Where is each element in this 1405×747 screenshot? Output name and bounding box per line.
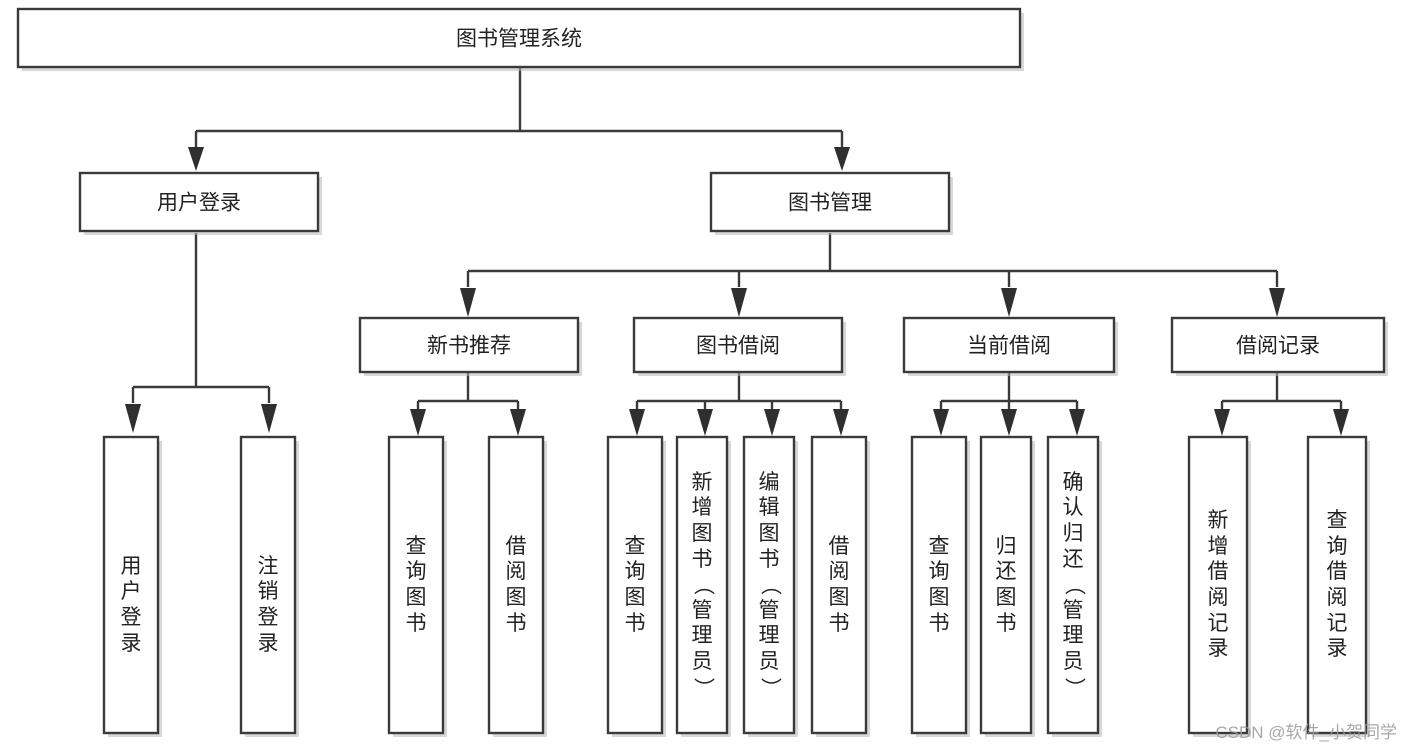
node-leaf-confirm-return-admin[interactable] bbox=[1046, 435, 1102, 737]
node-new-book-recommend-label: 新书推荐 bbox=[427, 335, 511, 358]
node-leaf-user-login[interactable] bbox=[102, 435, 162, 737]
arrow-to-book-management bbox=[834, 147, 850, 171]
node-borrow-records[interactable]: 借阅记录 bbox=[1170, 316, 1388, 376]
connector-root-to-level2 bbox=[188, 68, 850, 171]
node-user-login[interactable]: 用户登录 bbox=[78, 171, 322, 235]
node-new-book-recommend[interactable]: 新书推荐 bbox=[358, 316, 582, 376]
node-leaf-edit-book-admin[interactable] bbox=[742, 435, 798, 737]
connector-current-borrow-to-leaves bbox=[933, 373, 1085, 436]
node-current-borrow-label: 当前借阅 bbox=[967, 335, 1051, 358]
node-leaf-return-books[interactable] bbox=[979, 435, 1035, 737]
node-leaf-logout[interactable] bbox=[239, 435, 299, 737]
node-book-management[interactable]: 图书管理 bbox=[709, 171, 953, 235]
node-book-borrow-label: 图书借阅 bbox=[696, 335, 780, 358]
node-leaf-add-borrow-record[interactable] bbox=[1187, 435, 1251, 737]
node-leaf-borrow-books-b[interactable] bbox=[810, 435, 870, 737]
node-borrow-records-label: 借阅记录 bbox=[1236, 335, 1320, 358]
node-root[interactable]: 图书管理系统 bbox=[16, 7, 1024, 71]
connector-book-management-to-level3 bbox=[460, 233, 1285, 317]
connector-user-login-to-leaves bbox=[125, 233, 277, 433]
node-book-management-label: 图书管理 bbox=[788, 192, 872, 215]
arrow-to-user-login bbox=[188, 147, 204, 171]
connector-new-book-to-leaves bbox=[410, 373, 526, 436]
connector-borrow-records-to-leaves bbox=[1214, 373, 1349, 436]
node-leaf-borrow-books-a[interactable] bbox=[487, 435, 547, 737]
node-book-borrow[interactable]: 图书借阅 bbox=[632, 316, 846, 376]
node-leaf-query-books-b[interactable] bbox=[606, 435, 666, 737]
node-leaf-add-book-admin[interactable] bbox=[675, 435, 731, 737]
node-leaf-query-books-a[interactable] bbox=[387, 435, 447, 737]
node-leaf-query-books-c[interactable] bbox=[910, 435, 970, 737]
node-leaf-query-borrow-record[interactable] bbox=[1306, 435, 1370, 737]
node-user-login-label: 用户登录 bbox=[157, 192, 241, 215]
node-root-label: 图书管理系统 bbox=[456, 28, 582, 51]
connector-book-borrow-to-leaves bbox=[629, 373, 849, 436]
node-current-borrow[interactable]: 当前借阅 bbox=[902, 316, 1118, 376]
